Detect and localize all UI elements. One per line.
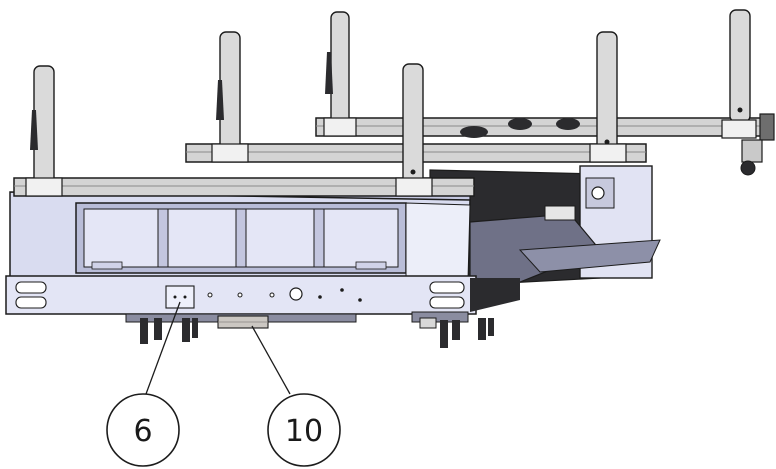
rear-rail: [315, 117, 773, 137]
slot-left-1: [15, 281, 47, 294]
foot-right-4: [478, 318, 486, 340]
leader-line-10: [251, 325, 291, 395]
post-mid-2: [596, 31, 618, 151]
right-mechanism: [429, 165, 661, 286]
end-clamp: [741, 139, 763, 163]
slot-right-2: [429, 296, 465, 309]
foot-right-3: [452, 320, 460, 340]
label-panel-part-6: [165, 285, 195, 309]
callout-label-6: 6: [133, 414, 152, 449]
slot-right-1: [429, 281, 465, 294]
post-front-1: [33, 65, 55, 185]
foot-right-1: [419, 317, 437, 329]
front-rail: [13, 177, 475, 197]
slot-left-2: [15, 296, 47, 309]
foot-left-3: [182, 318, 190, 342]
post-mid-1: [219, 31, 241, 151]
center-hole: [289, 287, 303, 301]
right-housing-bolt: [591, 186, 605, 200]
callout-10: 10: [251, 325, 341, 467]
leader-line-6: [145, 301, 181, 395]
callout-circle-6: [106, 393, 180, 467]
post-rear-1: [330, 11, 350, 125]
rear-rail-end-cap: [759, 113, 775, 141]
post-rear-3: [729, 9, 751, 123]
rear-rail-assembly: [315, 9, 775, 176]
callout-6: 6: [106, 301, 181, 467]
main-frame: [5, 177, 520, 315]
end-clamp-knob: [740, 160, 756, 176]
foot-left-1: [140, 318, 148, 344]
callout-label-10: 10: [285, 414, 323, 449]
post-front-2: [402, 63, 424, 185]
foot-right-2: [440, 320, 448, 348]
front-rail-assembly: [13, 63, 475, 197]
bottom-brackets: [125, 311, 494, 348]
foot-left-2: [154, 318, 162, 340]
callout-circle-10: [267, 393, 341, 467]
